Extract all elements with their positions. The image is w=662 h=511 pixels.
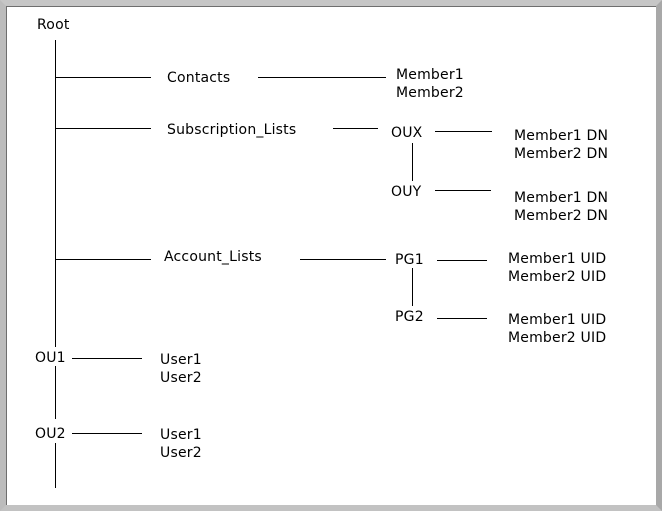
connector-line: [412, 268, 413, 306]
member-item: Member2 UID: [508, 269, 607, 285]
connector-line-trunk: [55, 40, 56, 347]
member-list-ou1: User1 User2: [160, 351, 202, 387]
connector-line: [258, 77, 386, 78]
connector-line: [72, 433, 142, 434]
node-ou2: OU2: [35, 426, 66, 442]
connector-line: [435, 190, 491, 191]
connector-line: [55, 128, 151, 129]
connector-line: [55, 443, 56, 488]
connector-line: [437, 260, 487, 261]
member-item: Member1 DN: [514, 190, 609, 206]
node-oux: OUX: [391, 125, 423, 141]
node-ou1: OU1: [35, 350, 66, 366]
member-item: Member2 DN: [514, 208, 609, 224]
member-item: Member2 DN: [514, 146, 609, 162]
connector-line: [55, 259, 151, 260]
member-item: User1: [160, 427, 202, 443]
member-item: User2: [160, 370, 202, 386]
member-item: Member1: [396, 67, 464, 83]
node-account-lists: Account_Lists: [164, 249, 262, 265]
node-ouy: OUY: [391, 184, 422, 200]
member-list-pg1: Member1 UID Member2 UID: [508, 250, 606, 286]
connector-line: [300, 259, 386, 260]
member-list-ou2: User1 User2: [160, 426, 202, 462]
member-item: Member1 DN: [514, 128, 609, 144]
node-pg1: PG1: [395, 252, 424, 268]
member-item: Member1 UID: [508, 312, 607, 328]
connector-line: [55, 366, 56, 419]
member-item: User1: [160, 352, 202, 368]
member-list-oux: Member1 DN Member2 DN: [514, 127, 608, 163]
node-subscription-lists: Subscription_Lists: [167, 122, 297, 138]
member-item: Member1 UID: [508, 251, 607, 267]
connector-line: [55, 77, 151, 78]
connector-line: [437, 318, 487, 319]
member-list-ouy: Member1 DN Member2 DN: [514, 189, 608, 225]
node-pg2: PG2: [395, 309, 424, 325]
connector-line: [412, 143, 413, 181]
member-list-contacts: Member1 Member2: [396, 66, 464, 102]
member-item: Member2 UID: [508, 330, 607, 346]
connector-line: [333, 128, 378, 129]
member-item: User2: [160, 445, 202, 461]
connector-line: [435, 131, 492, 132]
member-list-pg2: Member1 UID Member2 UID: [508, 311, 606, 347]
node-root: Root: [37, 17, 70, 33]
connector-line: [72, 358, 142, 359]
node-contacts: Contacts: [167, 70, 231, 86]
member-item: Member2: [396, 85, 464, 101]
